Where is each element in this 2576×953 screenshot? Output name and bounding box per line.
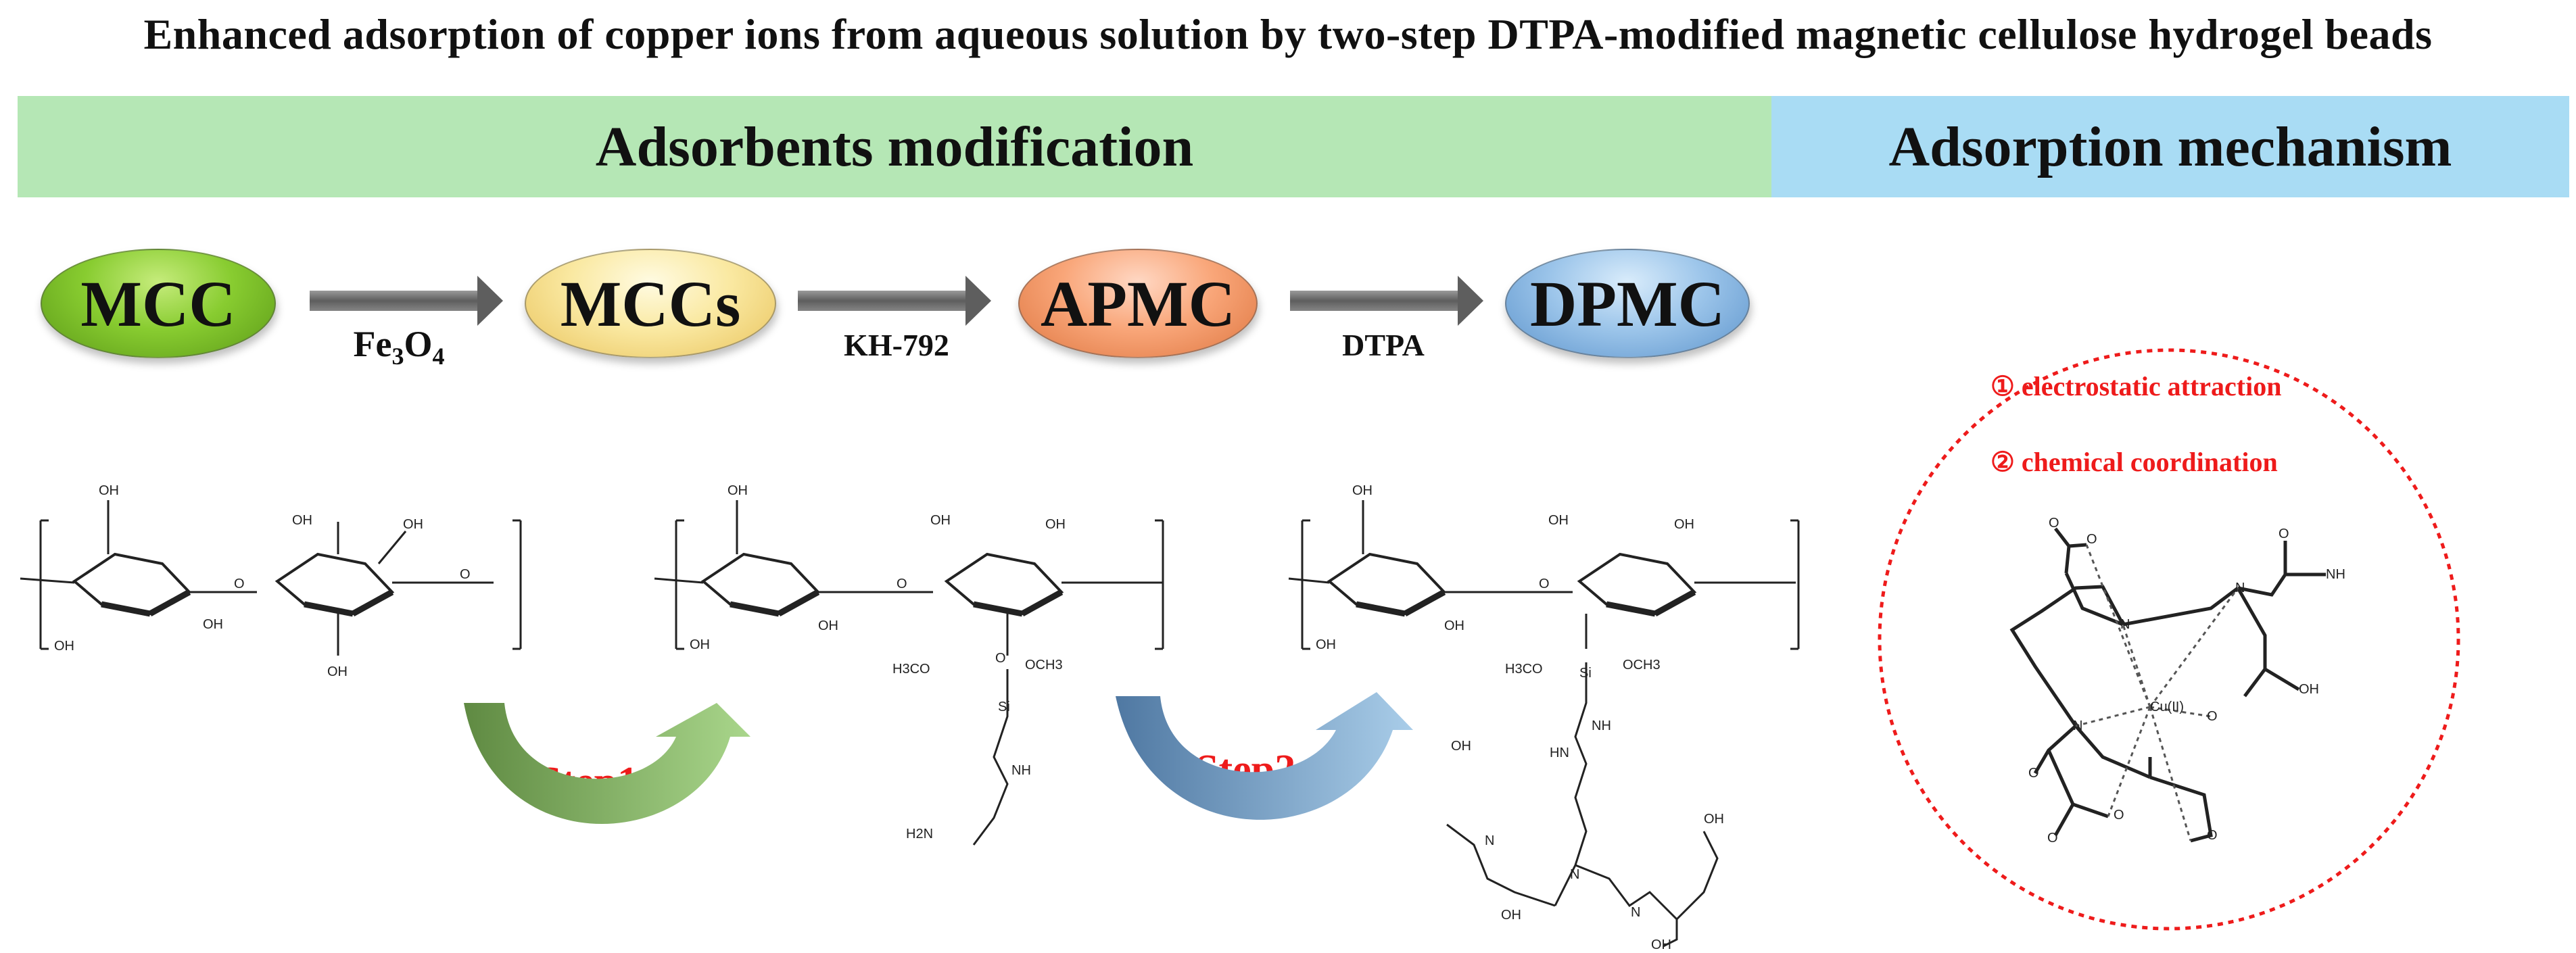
cu-coordination-bonds xyxy=(2075,544,2239,841)
section-adsorption-mechanism: Adsorption mechanism xyxy=(1771,96,2569,197)
node-mcc: MCC xyxy=(41,249,276,358)
chem-och3: OCH3 xyxy=(1025,658,1063,673)
fe3o4-sub2: 4 xyxy=(432,342,445,370)
node-mcc-label: MCC xyxy=(80,267,236,340)
chem-h2n: H2N xyxy=(906,827,933,841)
chem-nh: NH xyxy=(2326,567,2345,582)
fe3o4-sub1: 3 xyxy=(391,342,404,370)
chem-oh: OH xyxy=(1548,513,1569,528)
reagent-kh792: KH-792 xyxy=(844,328,949,362)
chem-oh: OH xyxy=(54,639,74,654)
section-modification-label: Adsorbents modification xyxy=(595,115,1194,178)
chem-oh: OH xyxy=(1045,517,1066,532)
chem-nh: NH xyxy=(1011,763,1031,778)
node-dpmc: DPMC xyxy=(1505,249,1750,358)
chem-si: Si xyxy=(1579,666,1592,681)
chem-o: O xyxy=(2207,709,2218,724)
chem-n: N xyxy=(1485,833,1494,848)
chem-o: O xyxy=(2279,527,2289,541)
chem-oh: OH xyxy=(728,483,748,498)
chem-oh: OH xyxy=(99,483,119,498)
chem-oh: OH xyxy=(930,513,951,528)
chem-oh: OH xyxy=(690,637,710,652)
chem-cu: Cu(II) xyxy=(2150,700,2184,714)
node-mccs: MCCs xyxy=(525,249,776,358)
section-mechanism-label: Adsorption mechanism xyxy=(1888,115,2452,178)
chem-o: O xyxy=(2049,516,2059,531)
chem-oh: OH xyxy=(2299,682,2319,697)
arrow-mccs-to-apmc xyxy=(798,276,991,326)
chem-oh: OH xyxy=(1451,739,1471,754)
chem-n: N xyxy=(1631,905,1640,920)
chem-n: N xyxy=(2235,581,2245,595)
reagent-fe3o4: Fe3O4 xyxy=(331,323,467,370)
fe3o4-o: O xyxy=(404,324,433,364)
chem-oh: OH xyxy=(403,517,423,532)
chem-h3co: H3CO xyxy=(1505,662,1543,677)
chem-oh: OH xyxy=(292,513,312,528)
chem-o: O xyxy=(2207,828,2218,843)
cellulose-structure-mcc: OH OH OH OH OH OH O O xyxy=(20,483,522,679)
reagent-dtpa: DTPA xyxy=(1342,328,1425,362)
mechanism-circle xyxy=(1878,348,2460,931)
chem-si: Si xyxy=(998,700,1010,714)
chem-nh: NH xyxy=(1592,718,1611,733)
chem-o: O xyxy=(897,577,907,591)
chem-o: O xyxy=(995,651,1006,666)
chem-oh: OH xyxy=(1501,908,1521,923)
chem-oh: OH xyxy=(203,617,223,632)
figure-title: Enhanced adsorption of copper ions from … xyxy=(143,10,2433,58)
cellulose-structure-dpmc: OH OH OH OH OH O H3CO OCH3 Si NH HN N N … xyxy=(1288,483,1800,952)
mechanism-coordination-label: ② chemical coordination xyxy=(1990,447,2278,477)
node-mccs-label: MCCs xyxy=(560,267,741,340)
chem-n: N xyxy=(2120,617,2130,632)
chem-o: O xyxy=(2047,831,2058,846)
step1-arrow xyxy=(464,703,750,824)
chem-o: O xyxy=(2086,532,2097,547)
chem-oh: OH xyxy=(1704,812,1724,827)
chem-oh: OH xyxy=(1651,937,1671,952)
chem-oh: OH xyxy=(1444,618,1464,633)
chem-oh: OH xyxy=(818,618,838,633)
node-apmc: APMC xyxy=(1018,249,1258,358)
node-apmc-label: APMC xyxy=(1041,267,1235,340)
chem-hn: HN xyxy=(1550,746,1569,760)
cellulose-structure-apmc: OH OH OH OH OH O O H3CO OCH3 Si NH H2N xyxy=(654,483,1164,846)
mechanism-electrostatic-label: ① electrostatic attraction xyxy=(1990,371,2282,401)
cu-dtpa-complex xyxy=(2009,527,2326,843)
chem-o: O xyxy=(460,567,471,582)
step2-arrow xyxy=(1116,692,1413,820)
chem-oh: OH xyxy=(1352,483,1373,498)
chem-n: N xyxy=(2073,718,2082,733)
chem-oh: OH xyxy=(1316,637,1336,652)
chem-o: O xyxy=(2114,808,2124,823)
fe3o4-fe: Fe xyxy=(353,324,392,364)
chem-och3: OCH3 xyxy=(1623,658,1661,673)
arrow-apmc-to-dpmc xyxy=(1290,276,1483,326)
chem-oh: OH xyxy=(327,664,348,679)
chem-oh: OH xyxy=(1674,517,1694,532)
chem-o: O xyxy=(2028,766,2039,781)
chem-o: O xyxy=(234,577,245,591)
chem-n: N xyxy=(1570,867,1579,882)
chem-h3co: H3CO xyxy=(892,662,930,677)
section-adsorbents-modification: Adsorbents modification xyxy=(18,96,1771,197)
node-dpmc-label: DPMC xyxy=(1530,267,1725,340)
chem-o: O xyxy=(1539,577,1550,591)
arrow-mcc-to-mccs xyxy=(310,276,503,326)
